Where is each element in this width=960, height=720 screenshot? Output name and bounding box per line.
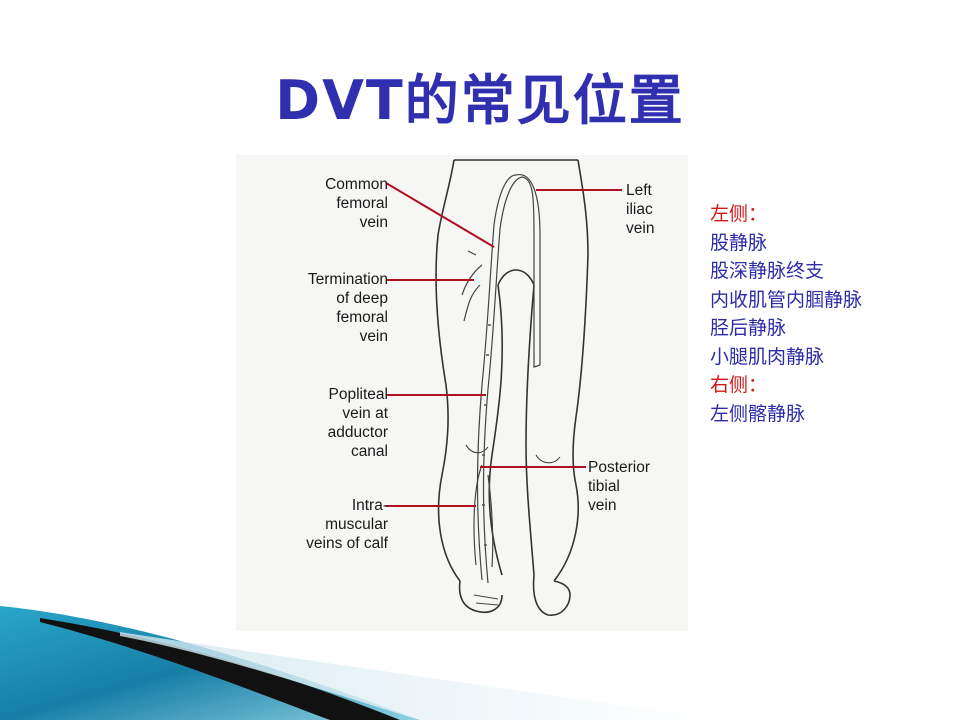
leg-vein-diagram: Common femoral vein Termination of deep … [236, 155, 688, 631]
label-termination-deep-femoral-vein: Termination of deep femoral vein [307, 271, 388, 345]
left-item: 股深静脉终支 [710, 260, 825, 282]
left-item: 股静脉 [710, 231, 768, 254]
leg-outline-drawing [385, 159, 622, 616]
dvt-location-notes: 左侧： 股静脉 股深静脉终支 内收肌管内腘静脉 胫后静脉 小腿肌肉静脉 右侧： … [710, 200, 862, 428]
right-side-heading: 右侧： [710, 374, 768, 396]
left-item: 胫后静脉 [710, 317, 787, 339]
label-intramuscular-veins: Intra- muscular veins of calf [306, 497, 388, 552]
right-item: 左侧髂静脉 [710, 402, 806, 425]
slide-title: DVT的常见位置 [275, 69, 685, 132]
label-left-iliac-vein: Left iliac vein [626, 182, 655, 237]
left-side-heading: 左侧： [710, 203, 768, 225]
label-popliteal-vein: Popliteal vein at adductor canal [327, 386, 388, 460]
label-common-femoral-vein: Common femoral vein [325, 176, 388, 231]
label-posterior-tibial-vein: Posterior tibial vein [588, 459, 651, 514]
left-item: 小腿肌肉静脉 [710, 345, 825, 368]
left-item: 内收肌管内腘静脉 [710, 288, 863, 311]
